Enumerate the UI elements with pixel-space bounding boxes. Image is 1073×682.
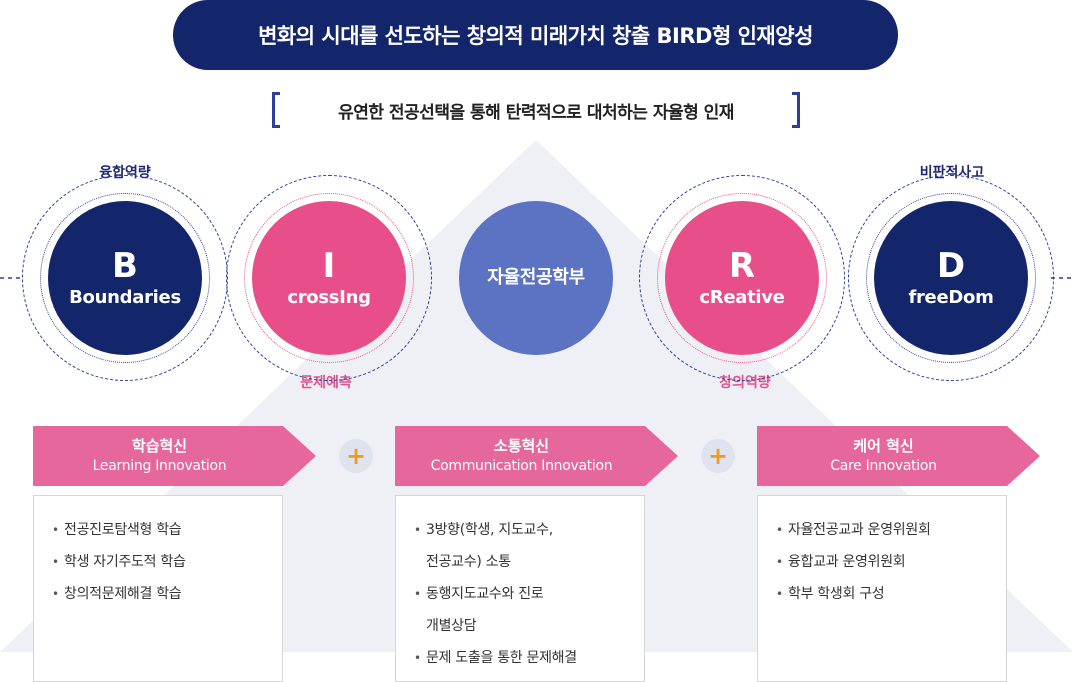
circle-creative: R cReative [665,201,819,355]
pillar-communication-list: 3방향(학생, 지도교수, 전공교수) 소통 동행지도교수와 진로 개별상담 문… [396,496,644,674]
list-item-continuation: 전공교수) 소통 [426,554,511,570]
left-bracket-icon [272,92,280,128]
circle-freedom: D freeDom [874,201,1028,355]
circle-d-word: freeDom [908,287,994,308]
pillar-communication-title: 소통혁신 [493,437,550,455]
pillar-care-title: 케어 혁신 [853,437,914,455]
ring-b-inner [40,193,210,363]
right-bracket-icon [792,92,800,128]
list-item: 3방향(학생, 지도교수, [414,514,634,546]
pillar-care-subtitle: Care Innovation [830,458,937,474]
ring-i-inner [244,193,414,363]
list-item: 자율전공교과 운영위원회 [776,514,996,546]
circle-r-word: cReative [699,287,785,308]
ring-r-outer [639,175,845,381]
subtitle-text: 유연한 전공선택을 통해 탄력적으로 대처하는 자율형 인재 [338,102,734,123]
list-item: 동행지도교수와 진로 [414,578,634,610]
pillar-learning-banner: 학습혁신 Learning Innovation [33,426,316,486]
list-item: 문제 도출을 통한 문제해결 [414,642,634,674]
page-title-text: 변화의 시대를 선도하는 창의적 미래가치 창출 BIRD형 인재양성 [258,24,813,48]
plus-icon: + [339,439,373,473]
pillar-communication-box: 3방향(학생, 지도교수, 전공교수) 소통 동행지도교수와 진로 개별상담 문… [395,495,645,682]
circle-center-label: 자율전공학부 [487,267,585,288]
circle-i-word: crossIng [287,287,371,308]
pillar-learning-subtitle: Learning Innovation [92,458,227,474]
circle-b-word: Boundaries [69,287,181,308]
ring-r-inner [657,193,827,363]
list-item: 창의적문제해결 학습 [52,578,272,610]
pillar-care-box: 자율전공교과 운영위원회 융합교과 운영위원회 학부 학생회 구성 [757,495,1007,682]
pillar-learning-title: 학습혁신 [131,437,188,455]
circle-crossing: I crossIng [252,201,406,355]
ring-d-outer [848,175,1054,381]
pillar-care-list: 자율전공교과 운영위원회 융합교과 운영위원회 학부 학생회 구성 [758,496,1006,610]
circle-r-letter: R [728,246,756,286]
list-item: 융합교과 운영위원회 [776,546,996,578]
ring-i-outer [226,175,432,381]
list-item: 전공진로탐색형 학습 [52,514,272,546]
plus-icon: + [701,439,735,473]
circle-i-letter: I [322,246,336,286]
page-title: 변화의 시대를 선도하는 창의적 미래가치 창출 BIRD형 인재양성 [173,0,898,70]
pillar-learning-box: 전공진로탐색형 학습 학생 자기주도적 학습 창의적문제해결 학습 [33,495,283,682]
pillar-learning-list: 전공진로탐색형 학습 학생 자기주도적 학습 창의적문제해결 학습 [34,496,282,610]
list-item: 학부 학생회 구성 [776,578,996,610]
circle-boundaries: B Boundaries [48,201,202,355]
list-item: 학생 자기주도적 학습 [52,546,272,578]
pillar-care-banner: 케어 혁신 Care Innovation [757,426,1040,486]
circle-center: 자율전공학부 [459,201,613,355]
pillar-communication-banner: 소통혁신 Communication Innovation [395,426,678,486]
ring-d-inner [866,193,1036,363]
list-item-continuation: 개별상담 [426,618,477,634]
circle-d-letter: D [936,246,966,286]
subtitle: 유연한 전공선택을 통해 탄력적으로 대처하는 자율형 인재 [272,92,800,128]
pillar-communication-subtitle: Communication Innovation [430,458,613,474]
circle-b-letter: B [112,246,138,286]
